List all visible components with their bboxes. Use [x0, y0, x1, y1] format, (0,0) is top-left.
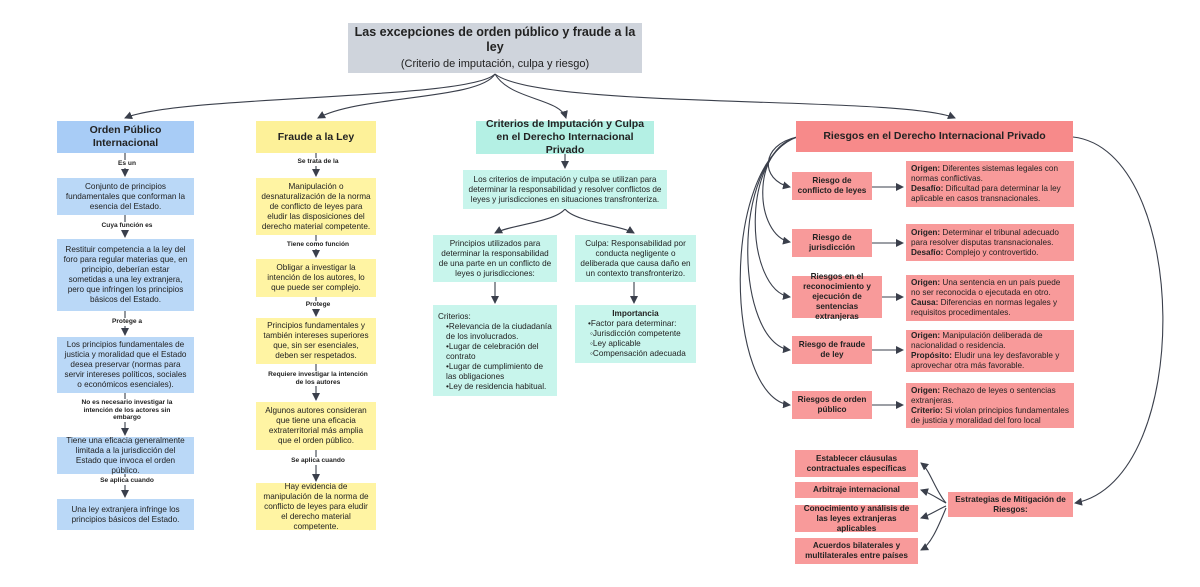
col2-label-3: Protege	[296, 301, 340, 309]
risk-value: Dificultad para determinar la ley aplica…	[911, 184, 1061, 203]
col2-label-1: Se trata de la	[281, 158, 355, 166]
risk-key: Causa:	[911, 298, 939, 307]
risk-detail-reconocimiento: Origen: Una sentencia en un país puede n…	[906, 275, 1074, 321]
col1-label-1: Es un	[110, 160, 144, 168]
risk-key: Propósito:	[911, 351, 952, 360]
risk-value: Determinar el tribunal adecuado para res…	[911, 227, 1059, 247]
col2-label-2: Tiene como función	[276, 241, 360, 249]
criterios-header: Criterios de Imputación y Culpa en el De…	[476, 118, 654, 156]
strategy-conocimiento: Conocimiento y análisis de las leyes ext…	[795, 504, 918, 533]
col1-node-4: Tiene una eficacia generalmente limitada…	[57, 436, 194, 475]
risk-name-orden-publico: Riesgos de orden público	[792, 391, 872, 419]
criterio-item: Relevancia de la ciudadanía de los invol…	[446, 322, 552, 342]
risk-value: Manipulación deliberada de nacionalidad …	[911, 331, 1043, 350]
title-sub: (Criterio de imputación, culpa y riesgo)	[400, 57, 590, 70]
risk-value: Complejo y controvertido.	[945, 247, 1039, 257]
col1-label-5: Se aplica cuando	[90, 477, 164, 485]
col1-label-4: No es necesario investigar la intención …	[76, 399, 178, 422]
risk-value: Diferentes sistemas legales con normas c…	[911, 164, 1058, 183]
risk-detail-orden-publico: Origen: Rechazo de leyes o sentencias ex…	[906, 383, 1074, 428]
col2-node-4: Algunos autores consideran que tiene una…	[256, 402, 376, 450]
risk-value: Una sentencia en un país puede no ser re…	[911, 278, 1061, 297]
risk-value: Si violan principios fundamentales de ju…	[911, 405, 1069, 425]
importancia-list: Factor para determinar:	[580, 319, 691, 329]
risk-name-fraude: Riesgo de fraude de ley	[792, 336, 872, 364]
importancia-subitem: Jurisdicción competente	[590, 329, 691, 339]
importancia-subitem: Ley aplicable	[590, 339, 691, 349]
col1-label-2: Cuya función es	[85, 222, 169, 230]
riesgos-header: Riesgos en el Derecho Internacional Priv…	[796, 121, 1073, 152]
risk-key: Criterio:	[911, 405, 943, 415]
risk-value: Rechazo de leyes o sentencias extranjera…	[911, 385, 1056, 405]
col1-node-5: Una ley extranjera infringe los principi…	[57, 499, 194, 530]
risk-value: Diferencias en normas legales y requisit…	[911, 298, 1058, 317]
risk-detail-jurisdiccion: Origen: Determinar el tribunal adecuado …	[906, 224, 1074, 261]
strategy-clausulas: Establecer cláusulas contractuales espec…	[795, 450, 918, 477]
fraude-header: Fraude a la Ley	[256, 121, 376, 153]
risk-key: Origen:	[911, 164, 941, 173]
criterios-list-title: Criterios:	[438, 312, 471, 321]
orden-publico-header: Orden Público Internacional	[57, 121, 194, 153]
culpa-node: Culpa: Responsabilidad por conducta negl…	[575, 235, 696, 282]
risk-key: Desafío:	[911, 247, 944, 257]
criterios-list-box: Criterios: Relevancia de la ciudadanía d…	[433, 305, 557, 396]
col2-node-2: Obligar a investigar la intención de los…	[256, 259, 376, 297]
col2-node-3: Principios fundamentales y también inter…	[256, 318, 376, 364]
title-main: Las excepciones de orden público y fraud…	[354, 25, 636, 55]
criterios-list: Relevancia de la ciudadanía de los invol…	[438, 322, 552, 392]
col1-node-3: Los principios fundamentales de justicia…	[57, 337, 194, 393]
risk-key: Origen:	[911, 227, 941, 237]
strategy-acuerdos: Acuerdos bilaterales y multilaterales en…	[795, 538, 918, 564]
importancia-title: Importancia	[612, 309, 659, 318]
risk-detail-conflicto: Origen: Diferentes sistemas legales con …	[906, 161, 1074, 207]
col2-node-5: Hay evidencia de manipulación de la norm…	[256, 482, 376, 531]
col1-node-2: Restituir competencia a la ley del foro …	[57, 239, 194, 311]
importancia-item: Factor para determinar:	[588, 319, 691, 329]
importancia-sublist: Jurisdicción competente Ley aplicable Co…	[580, 329, 691, 359]
col1-label-3: Protege a	[100, 318, 154, 326]
risk-key: Origen:	[911, 331, 941, 340]
risk-key: Desafío:	[911, 184, 944, 193]
criterio-item: Lugar de celebración del contrato	[446, 342, 552, 362]
risk-value: Eludir una ley desfavorable y aprovechar…	[911, 351, 1060, 370]
criterios-intro: Los criterios de imputación y culpa se u…	[463, 170, 667, 209]
risk-key: Origen:	[911, 278, 941, 287]
risk-key: Origen:	[911, 385, 941, 395]
importancia-box: Importancia Factor para determinar: Juri…	[575, 305, 696, 363]
importancia-subitem: Compensación adecuada	[590, 349, 691, 359]
criterio-item: Lugar de cumplimiento de las obligacione…	[446, 362, 552, 382]
col2-label-4: Requiere investigar la intención de los …	[266, 371, 370, 387]
criterio-item: Ley de residencia habitual.	[446, 382, 552, 392]
main-title: Las excepciones de orden público y fraud…	[348, 23, 642, 73]
risk-detail-fraude: Origen: Manipulación deliberada de nacio…	[906, 330, 1074, 372]
risk-name-jurisdiccion: Riesgo de jurisdicción	[792, 229, 872, 257]
risk-name-reconocimiento: Riesgos en el reconocimiento y ejecución…	[792, 272, 882, 321]
col2-label-5: Se aplica cuando	[281, 457, 355, 465]
principios-node: Principios utilizados para determinar la…	[433, 235, 557, 282]
col2-node-1: Manipulación o desnaturalización de la n…	[256, 178, 376, 235]
strategy-arbitraje: Arbitraje internacional	[795, 482, 918, 498]
strategies-title: Estrategias de Mitigación de Riesgos:	[948, 492, 1073, 517]
col1-node-1: Conjunto de principios fundamentales que…	[57, 178, 194, 215]
risk-name-conflicto: Riesgo de conflicto de leyes	[792, 172, 872, 200]
